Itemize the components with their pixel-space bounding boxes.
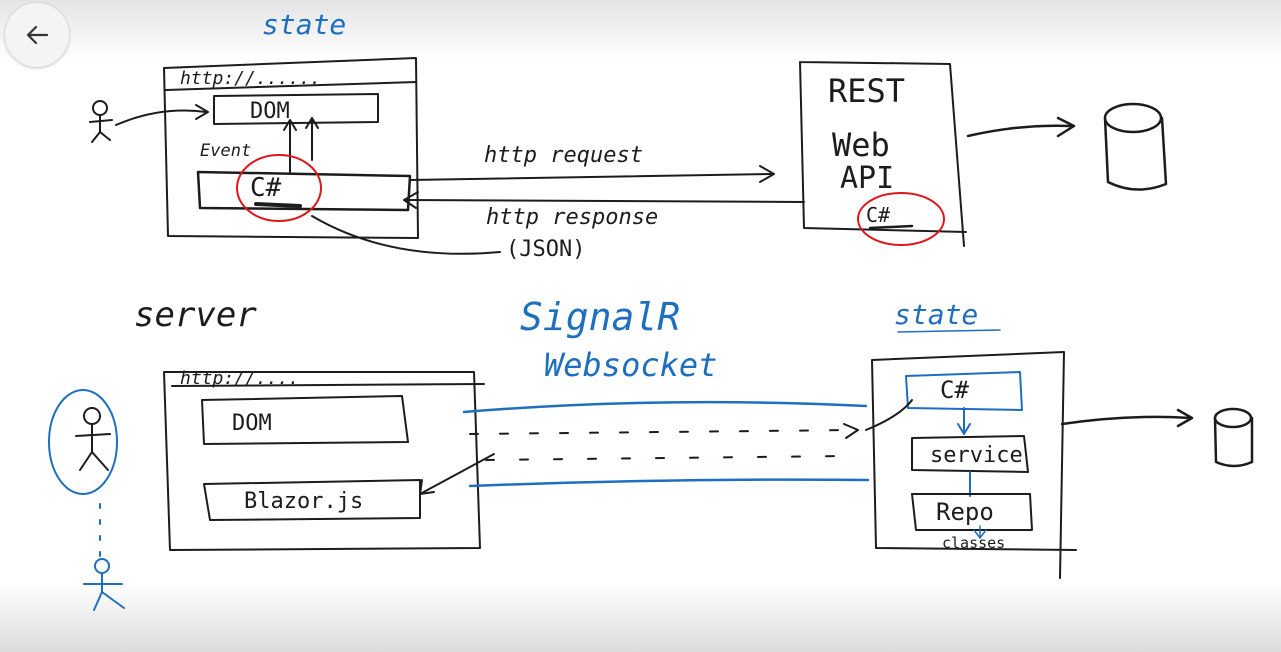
user-icon-bottom-2 [83, 558, 125, 611]
http-response-arrow [405, 199, 805, 203]
blazor-label: Blazor.js [244, 489, 363, 514]
database-icon-top [1103, 102, 1168, 191]
signalr-label: SignalR [520, 295, 680, 339]
rest-api-box [799, 61, 967, 247]
websocket-top-line [462, 400, 868, 414]
api-csharp-label: C# [866, 203, 890, 227]
browser-box-top [163, 57, 419, 239]
user-highlight-circle [48, 389, 118, 495]
api-to-db-arrowhead [1056, 116, 1076, 138]
server-to-db-arrow [1060, 415, 1192, 426]
api-csharp-highlight-circle [857, 192, 945, 246]
api-to-db-arrow [966, 124, 1074, 138]
client-to-server-dashed-line [485, 455, 847, 461]
dom-label-bottom: DOM [232, 411, 272, 436]
csharp-to-service-arrow [957, 407, 971, 435]
api-csharp-underline [868, 224, 914, 230]
api-label: API [840, 161, 894, 196]
websocket-label: Websocket [544, 346, 717, 384]
state-underline [897, 329, 1001, 333]
json-label: (JSON) [506, 237, 585, 262]
repo-box [911, 493, 1033, 531]
user-icon-bottom [75, 407, 111, 471]
event-arrows [283, 117, 319, 173]
server-state-box [871, 351, 1077, 579]
url-bar-bottom: http://.... [180, 368, 299, 389]
arrow-left-icon [26, 25, 49, 45]
dom-box-bottom [201, 395, 409, 445]
web-label: Web [832, 126, 890, 164]
state-label-top: state [262, 8, 346, 41]
csharp-label-top: C# [250, 173, 282, 203]
server-to-db-arrowhead [1176, 408, 1194, 428]
websocket-bottom-line [468, 478, 870, 488]
browser-box-bottom [163, 371, 485, 551]
to-blazor-arrowhead [419, 479, 435, 495]
json-curve [311, 215, 501, 255]
rest-label: REST [828, 72, 905, 110]
http-request-label: http request [484, 143, 643, 168]
server-to-client-dashed-arrow [469, 429, 857, 435]
url-bar-top: http://...... [180, 68, 321, 89]
back-button[interactable] [5, 3, 69, 67]
database-icon-bottom [1213, 407, 1254, 468]
user-to-dom-arrow [115, 109, 207, 126]
repo-down-arrow [973, 525, 987, 539]
repo-label: Repo [936, 498, 994, 526]
dashed-arrowhead-right [843, 423, 859, 439]
dom-box-top [213, 93, 379, 125]
dom-label-top: DOM [250, 99, 290, 124]
csharp-highlight-circle [236, 154, 322, 222]
service-label: service [930, 443, 1023, 468]
csharp-label-bottom: C# [940, 376, 969, 404]
top-shade [0, 0, 1281, 60]
service-box [911, 435, 1029, 473]
user-to-dom-arrowhead [195, 104, 209, 120]
csharp-underline [254, 202, 302, 208]
http-request-arrow [409, 173, 773, 181]
server-label: server [134, 295, 257, 335]
user-icon-top [89, 100, 113, 143]
http-request-arrowhead [759, 165, 775, 183]
bottom-shade [0, 582, 1281, 652]
event-label: Event [200, 141, 251, 161]
csharp-box-top [196, 170, 412, 212]
http-response-arrowhead [403, 191, 419, 209]
websocket-to-csharp-arrow [865, 399, 913, 431]
csharp-box-bottom [905, 371, 1023, 411]
state-label-bottom: state [894, 298, 978, 331]
to-blazor-arrow [419, 453, 495, 495]
http-response-label: http response [486, 205, 658, 230]
repo-extra-label: classes [942, 534, 1005, 552]
blazor-box [203, 479, 421, 521]
